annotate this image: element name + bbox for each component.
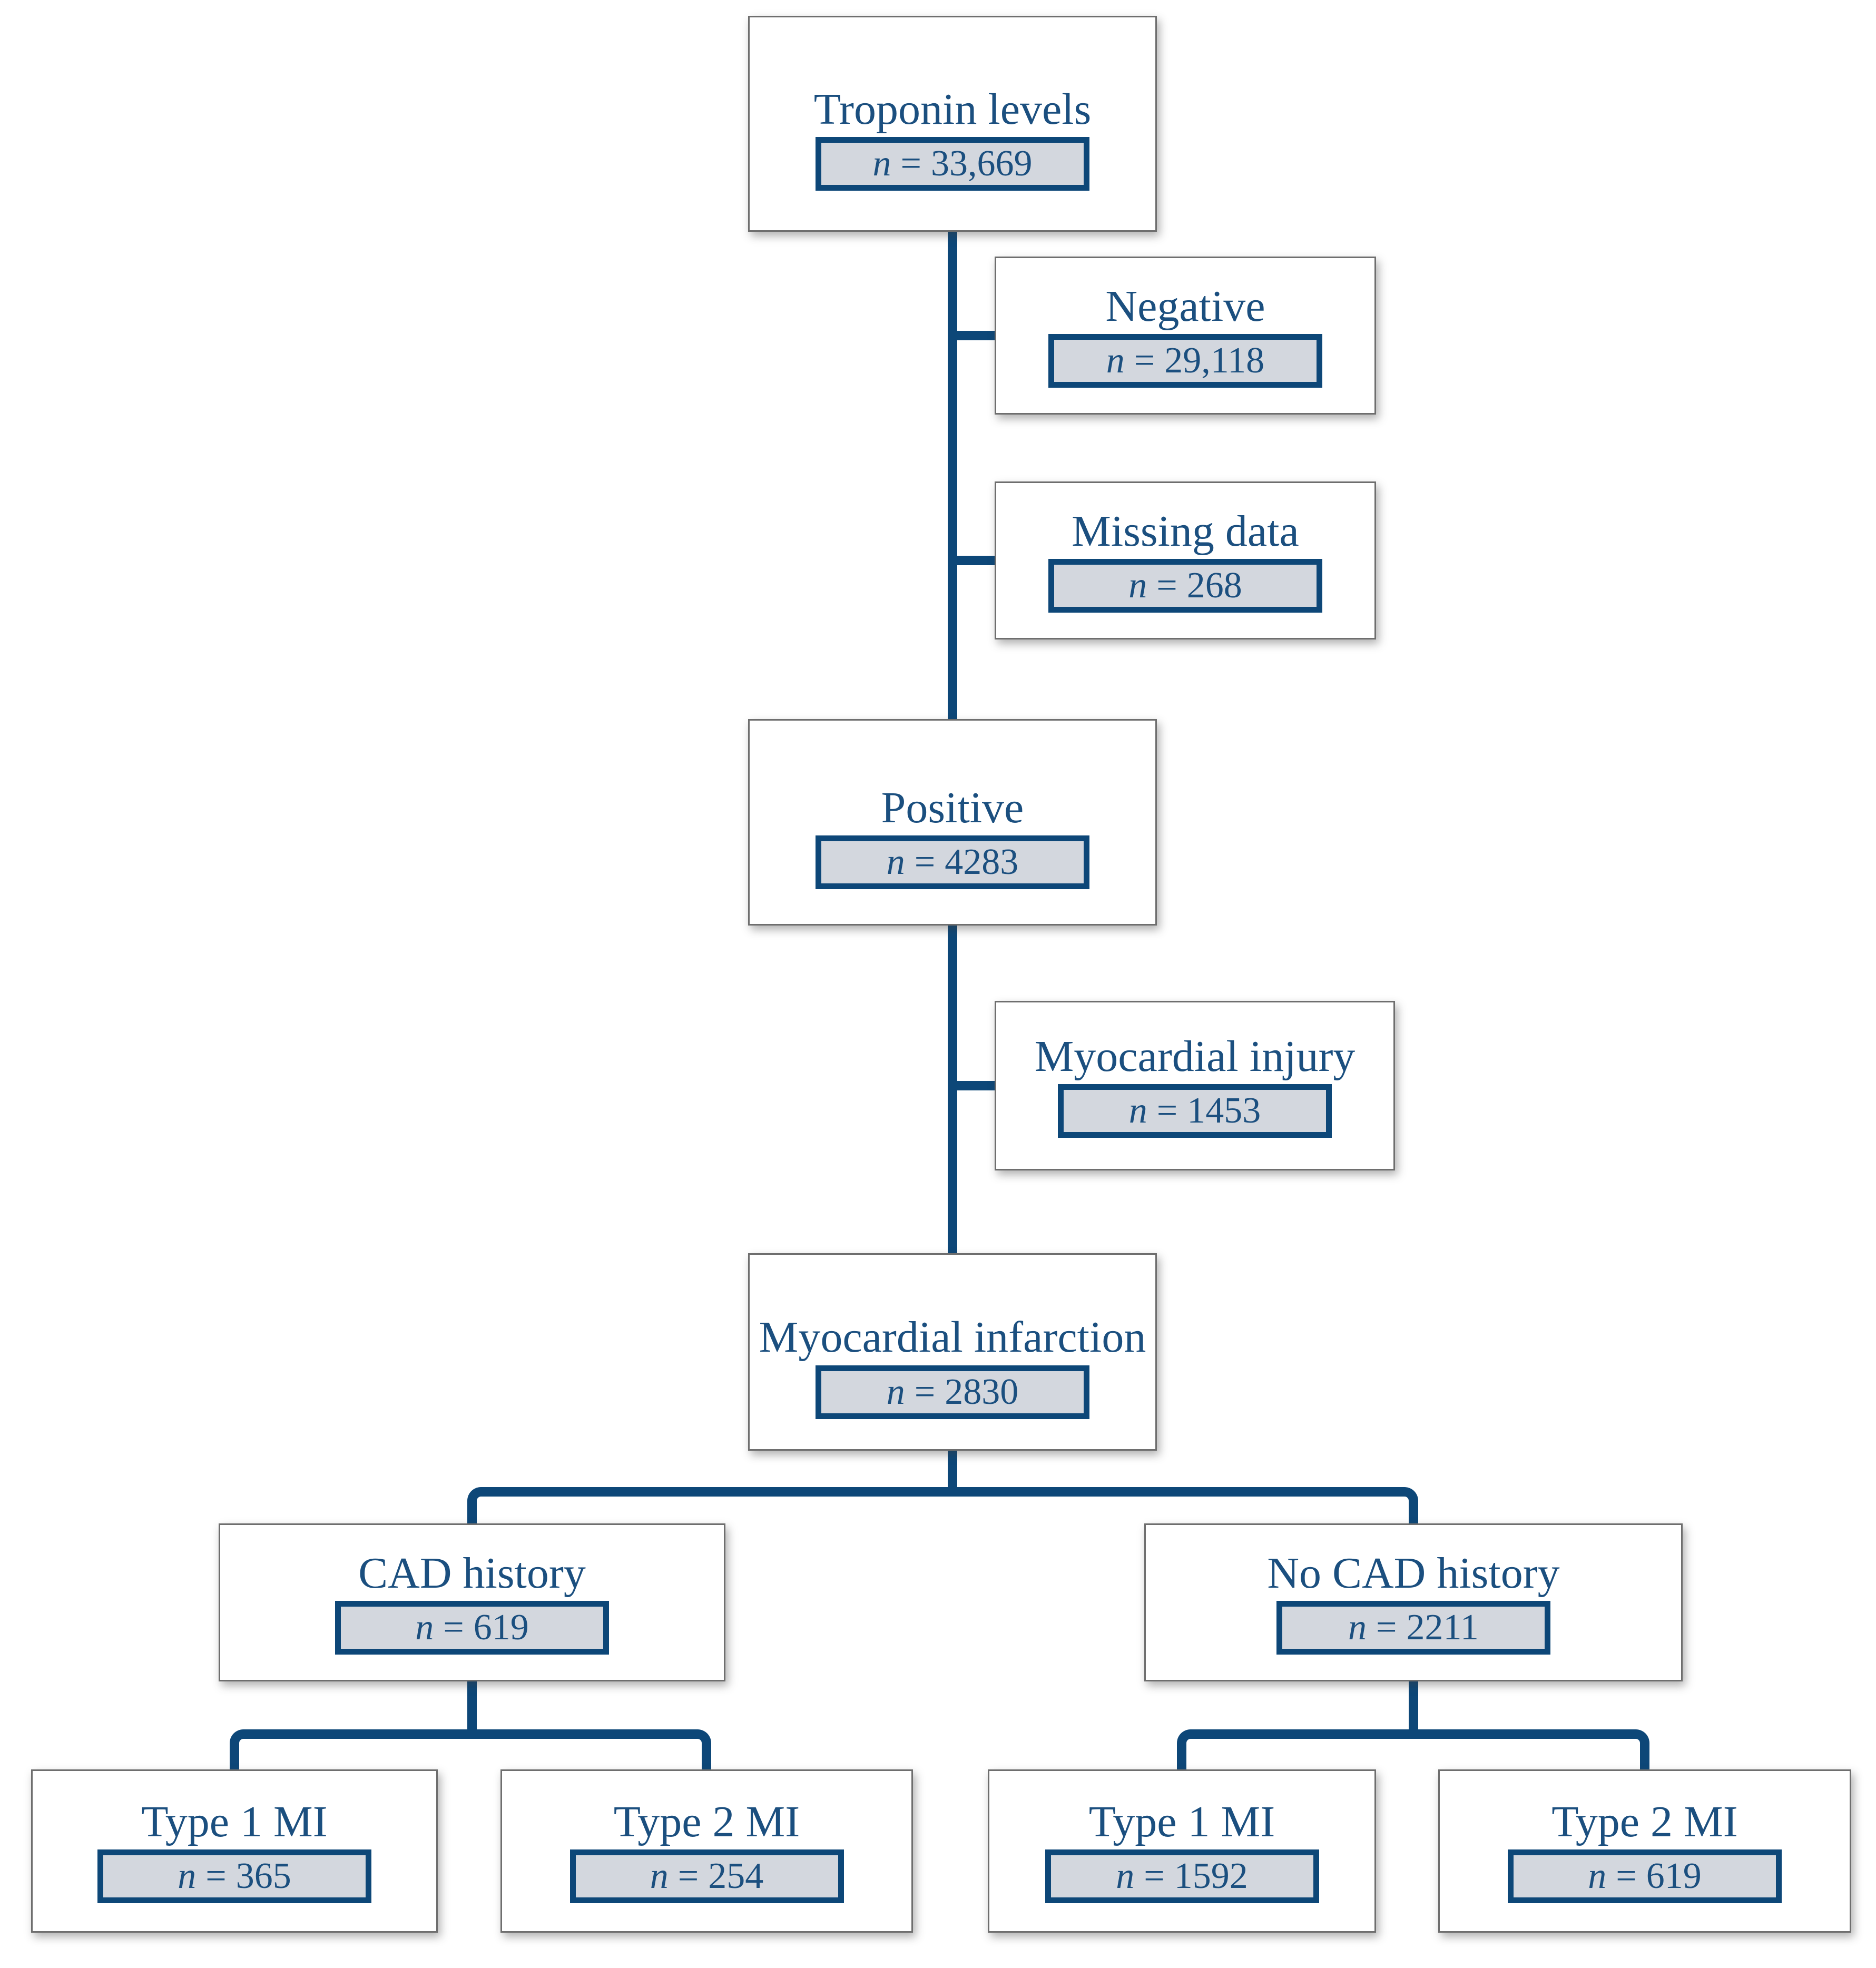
count-value: 254 — [708, 1856, 764, 1897]
node-title: Positive — [881, 783, 1024, 832]
count-box: n=1592 — [1045, 1849, 1319, 1904]
count-value: 2211 — [1406, 1607, 1479, 1648]
n-symbol: n — [650, 1856, 669, 1897]
node-title: Troponin levels — [813, 84, 1092, 134]
connector-trunk-troponin-positive — [948, 231, 957, 720]
node-type-1-mi-cad: Type 1 MI n=365 — [31, 1769, 438, 1933]
connector-stub-no-cad-down — [1409, 1680, 1418, 1730]
node-myocardial-injury: Myocardial injury n=1453 — [995, 1001, 1395, 1170]
node-type-2-mi-cad: Type 2 MI n=254 — [500, 1769, 913, 1933]
count-box: n=29,118 — [1048, 334, 1322, 388]
count-value: 1453 — [1187, 1090, 1261, 1131]
connector-branch-cad-types — [230, 1729, 711, 1769]
n-symbol: n — [886, 842, 905, 883]
equals-sign: = — [1616, 1856, 1637, 1897]
node-title: Myocardial infarction — [759, 1313, 1146, 1362]
node-title: Myocardial injury — [1034, 1031, 1356, 1081]
count-box: n=619 — [1508, 1849, 1782, 1904]
count-box: n=268 — [1048, 559, 1322, 613]
node-myocardial-infarction: Myocardial infarction n=2830 — [748, 1253, 1157, 1451]
equals-sign: = — [914, 842, 936, 883]
connector-branch-no-cad-types — [1177, 1729, 1649, 1769]
count-box: n=1453 — [1058, 1084, 1332, 1138]
count-value: 1592 — [1174, 1856, 1248, 1897]
count-box: n=4283 — [816, 835, 1089, 890]
node-negative: Negative n=29,118 — [995, 257, 1376, 415]
equals-sign: = — [677, 1856, 699, 1897]
node-positive: Positive n=4283 — [748, 719, 1157, 926]
node-title: CAD history — [358, 1548, 586, 1598]
count-box: n=2830 — [816, 1365, 1089, 1419]
n-symbol: n — [1348, 1607, 1367, 1648]
count-box: n=619 — [335, 1601, 609, 1655]
node-type-2-mi-no-cad: Type 2 MI n=619 — [1438, 1769, 1851, 1933]
n-symbol: n — [1128, 565, 1147, 606]
n-symbol: n — [178, 1856, 197, 1897]
node-title: No CAD history — [1267, 1548, 1560, 1598]
n-symbol: n — [1588, 1856, 1607, 1897]
node-title: Negative — [1105, 281, 1265, 331]
connector-branch-cad-split — [467, 1487, 1418, 1523]
count-value: 268 — [1186, 565, 1242, 606]
count-value: 365 — [235, 1856, 291, 1897]
equals-sign: = — [900, 143, 921, 184]
equals-sign: = — [1376, 1607, 1397, 1648]
node-title: Type 2 MI — [1551, 1797, 1738, 1846]
equals-sign: = — [1134, 340, 1155, 381]
n-symbol: n — [872, 143, 891, 184]
node-missing-data: Missing data n=268 — [995, 481, 1376, 639]
node-type-1-mi-no-cad: Type 1 MI n=1592 — [988, 1769, 1376, 1933]
n-symbol: n — [1128, 1090, 1147, 1131]
equals-sign: = — [205, 1856, 227, 1897]
count-box: n=365 — [97, 1849, 371, 1904]
node-troponin-levels: Troponin levels n=33,669 — [748, 16, 1157, 232]
node-title: Missing data — [1072, 506, 1299, 556]
count-value: 29,118 — [1164, 340, 1265, 381]
connector-stub-missing-data — [948, 556, 995, 565]
equals-sign: = — [914, 1371, 936, 1412]
connector-stub-cad-down — [467, 1680, 477, 1730]
node-title: Type 1 MI — [141, 1797, 328, 1846]
connector-stub-infarction-down — [948, 1450, 957, 1489]
equals-sign: = — [1156, 565, 1177, 606]
count-value: 33,669 — [930, 143, 1033, 184]
equals-sign: = — [1156, 1090, 1178, 1131]
n-symbol: n — [1116, 1856, 1135, 1897]
node-no-cad-history: No CAD history n=2211 — [1144, 1523, 1683, 1681]
count-box: n=254 — [569, 1849, 844, 1904]
count-value: 619 — [473, 1607, 529, 1648]
equals-sign: = — [1144, 1856, 1165, 1897]
count-box: n=33,669 — [816, 137, 1089, 191]
node-title: Type 1 MI — [1088, 1797, 1275, 1846]
count-value: 4283 — [945, 842, 1019, 883]
count-value: 2830 — [945, 1371, 1019, 1412]
n-symbol: n — [415, 1607, 434, 1648]
node-title: Type 2 MI — [613, 1797, 800, 1846]
connector-stub-negative — [948, 331, 995, 340]
count-box: n=2211 — [1276, 1601, 1550, 1655]
count-value: 619 — [1646, 1856, 1702, 1897]
equals-sign: = — [443, 1607, 464, 1648]
n-symbol: n — [1106, 340, 1125, 381]
connector-stub-myocardial-injury — [948, 1081, 995, 1090]
node-cad-history: CAD history n=619 — [219, 1523, 725, 1681]
n-symbol: n — [886, 1371, 905, 1412]
